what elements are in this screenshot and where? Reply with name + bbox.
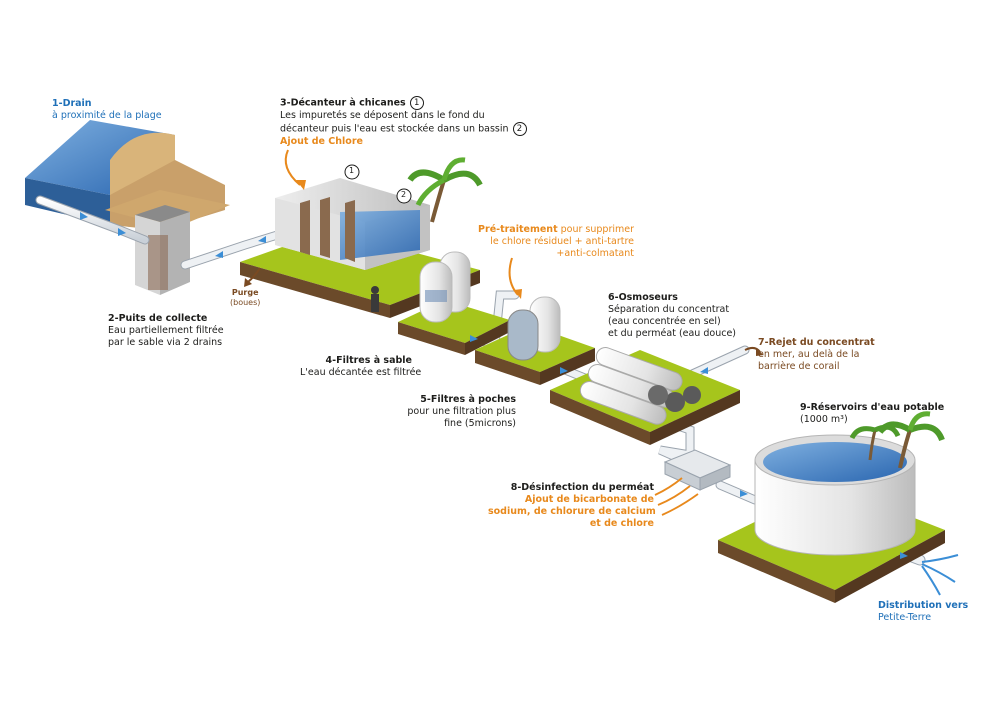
label-bag-filters: 5-Filtres à poches pour une filtration p… [407,394,516,429]
palm-trees-icon [849,411,945,469]
label-sand-filters: 4-Filtres à sable L'eau décantée est fil… [300,355,422,378]
ref-circle-2 [396,188,412,204]
label-drain: 1-Drain à proximité de la plage [52,98,162,121]
label-reverse-osmosis: 6-Osmoseurs Séparation du concentrat (ea… [608,292,736,339]
settling-tank [240,178,480,318]
label-purge: Purge (boues) [230,288,261,307]
disinfection-manifold [663,449,732,491]
label-disinfection: 8-Désinfection du perméat Ajout de bicar… [488,482,656,529]
label-collection-well: 2-Puits de collecte Eau partiellement fi… [108,313,224,348]
disinfection-arrows-icon [654,477,699,516]
label-reservoir: 9-Réservoirs d'eau potable (1000 m³) [800,402,945,425]
reject-arrow-icon [744,346,764,356]
reverse-osmosis-units [550,347,740,445]
potable-water-reservoir [718,434,945,603]
tank-ref-1: 1 [349,166,355,175]
chlorine-arrow-icon [284,149,306,190]
tank-ref-2: 2 [401,190,407,199]
distribution-arrows-icon [921,554,959,596]
label-distribution: Distribution vers Petite-Terre [878,600,969,623]
palm-tree-icon [407,157,483,223]
sand-filters [398,251,510,355]
collection-well [105,190,230,295]
bag-filters [475,296,595,385]
label-concentrate-reject: 7-Rejet du concentrat en mer, au delà de… [758,337,875,372]
ref-circle-1 [344,164,360,180]
flow-arrows [80,212,908,559]
pretreatment-arrow-icon [508,257,522,299]
purge-arrow-icon [244,267,261,287]
label-pretreatment: Pré-traitement pour supprimer le chlore … [478,224,634,259]
